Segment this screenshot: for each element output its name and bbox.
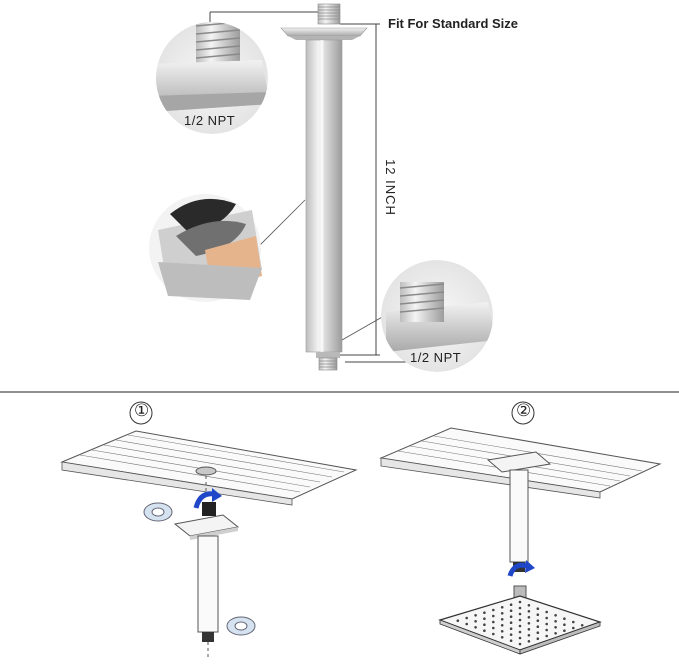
nozzle-dot (536, 619, 540, 622)
step-2-number: ② (516, 401, 532, 421)
nozzle-dot (518, 630, 522, 634)
fit-size-label: Fit For Standard Size (388, 16, 519, 31)
nozzle-dot (527, 622, 531, 625)
nozzle-dot (554, 614, 557, 617)
nozzle-dot (554, 620, 557, 623)
shower-arm-image (209, 3, 408, 371)
nozzle-dot (492, 632, 495, 636)
nozzle-dot (483, 629, 486, 632)
nozzle-dot (545, 616, 548, 620)
nozzle-dot (545, 634, 548, 638)
nozzle-dot (500, 624, 504, 627)
nozzle-dot (554, 632, 557, 635)
nozzle-dot (509, 615, 513, 618)
nozzle-dot (527, 616, 531, 619)
nozzle-dot (580, 624, 584, 627)
nozzle-dot (500, 606, 504, 609)
nozzle-dot (483, 617, 486, 620)
nozzle-dot (518, 618, 522, 622)
nozzle-dot (500, 612, 504, 615)
nozzle-dot (536, 607, 540, 610)
thread-bottom-label: 1/2 NPT (410, 350, 462, 365)
nozzle-dot (509, 633, 513, 636)
length-label: 12 INCH (382, 159, 398, 216)
nozzle-dot (563, 623, 566, 626)
nozzle-dot (492, 614, 495, 618)
nozzle-dot (509, 603, 513, 606)
nozzle-dot (527, 610, 531, 613)
nozzle-dot (536, 625, 540, 628)
nozzle-dot (527, 634, 531, 637)
step-1-number: ① (134, 401, 150, 421)
nozzle-dot (518, 606, 522, 610)
nozzle-dot (500, 618, 504, 621)
nozzle-dot (545, 610, 548, 614)
thread-top-label: 1/2 NPT (184, 113, 236, 128)
install-step-1-diagram (60, 401, 358, 660)
nozzle-dot (509, 609, 513, 612)
nozzle-dot (465, 622, 469, 626)
nozzle-dot (518, 636, 522, 640)
nozzle-dot (483, 623, 486, 626)
nozzle-dot (572, 626, 575, 630)
nozzle-dot (563, 629, 566, 632)
nozzle-dot (545, 622, 548, 626)
thread-zoom-bottom (381, 260, 493, 372)
nozzle-dot (465, 616, 469, 620)
nozzle-dot (509, 639, 513, 642)
nozzle-dot (500, 636, 504, 639)
nozzle-dot (527, 604, 531, 607)
nozzle-dot (518, 642, 522, 646)
nozzle-dot (536, 637, 540, 640)
nozzle-dot (509, 621, 513, 624)
nozzle-dot (500, 630, 504, 633)
nozzle-dot (518, 612, 522, 616)
nozzle-dot (474, 620, 477, 623)
nozzle-dot (518, 624, 522, 628)
nozzle-dot (509, 627, 513, 630)
nozzle-dot (492, 620, 495, 624)
thread-zoom-top (156, 22, 268, 134)
nozzle-dot (518, 600, 522, 604)
nozzle-dot (474, 614, 477, 617)
nozzle-dot (527, 628, 531, 631)
install-step-2-diagram (379, 401, 662, 655)
nozzle-dot (456, 619, 460, 622)
nozzle-dot (474, 626, 477, 629)
nozzle-dot (527, 640, 531, 643)
nozzle-dot (536, 631, 540, 634)
nozzle-dot (536, 613, 540, 616)
nozzle-dot (492, 626, 495, 630)
nozzle-dot (572, 620, 575, 624)
nozzle-dot (483, 611, 486, 614)
nozzle-dot (545, 628, 548, 632)
nozzle-dot (554, 626, 557, 629)
thread-tape-zoom (149, 194, 262, 302)
nozzle-dot (563, 617, 566, 620)
nozzle-dot (492, 608, 495, 612)
